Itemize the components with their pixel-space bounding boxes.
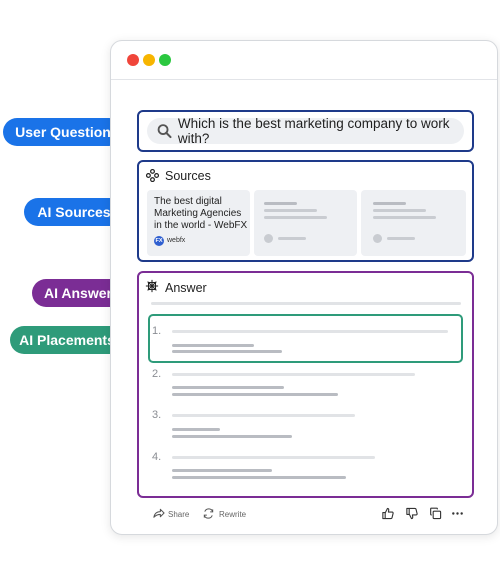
source-card-placeholder[interactable]	[254, 190, 357, 256]
placeholder-line	[373, 209, 426, 212]
source-card-placeholder[interactable]	[361, 190, 466, 256]
placeholder-line	[264, 216, 327, 219]
answer-line	[172, 469, 272, 472]
placeholder-favicon	[373, 234, 382, 243]
answer-line	[172, 476, 346, 479]
ai-placements-label: AI Placements	[10, 326, 124, 354]
answer-title: Answer	[165, 281, 207, 295]
copy-icon[interactable]	[429, 507, 442, 520]
source-card-title: The best digital Marketing Agencies in t…	[154, 196, 248, 231]
answer-line	[172, 435, 292, 438]
placeholder-line	[373, 216, 436, 219]
search-query-text: Which is the best marketing company to w…	[177, 116, 450, 146]
user-question-label: User Question	[3, 118, 123, 146]
sources-icon	[146, 169, 159, 182]
webfx-logo-icon: FX	[154, 236, 164, 246]
ai-sources-box: Sources The best digital Marketing Agenc…	[137, 160, 474, 262]
placeholder-line	[264, 202, 297, 205]
placeholder-favicon	[264, 234, 273, 243]
answer-item-number: 2.	[152, 368, 162, 380]
rewrite-icon[interactable]	[202, 507, 215, 520]
ai-logo-icon	[145, 279, 159, 293]
ai-answer-box: Answer	[137, 271, 474, 498]
answer-line	[172, 330, 448, 333]
placeholder-line	[278, 237, 306, 240]
rewrite-button[interactable]: Rewrite	[219, 510, 247, 519]
answer-line	[172, 428, 220, 431]
answer-intro-line	[151, 302, 461, 305]
placeholder-line	[387, 237, 415, 240]
window-titlebar	[111, 41, 497, 80]
answer-line	[172, 456, 375, 459]
maximize-window-button[interactable]	[159, 54, 171, 66]
ai-placement-highlight	[148, 314, 463, 363]
source-card-webfx[interactable]: The best digital Marketing Agencies in t…	[147, 190, 250, 256]
share-icon[interactable]	[152, 507, 165, 520]
thumbs-down-icon[interactable]	[405, 507, 418, 520]
close-window-button[interactable]	[127, 54, 139, 66]
answer-item-number: 3.	[152, 409, 162, 421]
answer-line	[172, 393, 338, 396]
source-site-name: webfx	[167, 237, 186, 244]
placeholder-line	[373, 202, 406, 205]
sources-title: Sources	[165, 169, 211, 183]
thumbs-up-icon[interactable]	[381, 507, 394, 520]
answer-line	[172, 373, 415, 376]
answer-line	[172, 386, 284, 389]
ai-answer-label: AI Answer	[32, 279, 124, 307]
search-icon	[157, 124, 172, 139]
answer-item-number: 1.	[152, 325, 162, 337]
ai-sources-label: AI Sources	[24, 198, 124, 226]
minimize-window-button[interactable]	[143, 54, 155, 66]
search-input[interactable]: Which is the best marketing company to w…	[147, 116, 464, 146]
answer-line	[172, 344, 254, 347]
answer-item-number: 4.	[152, 451, 162, 463]
answer-line	[172, 414, 355, 417]
more-options-icon[interactable]	[451, 507, 464, 520]
share-button[interactable]: Share	[168, 510, 190, 519]
placeholder-line	[264, 209, 317, 212]
user-question-box: Which is the best marketing company to w…	[137, 110, 474, 152]
answer-line	[172, 350, 282, 353]
